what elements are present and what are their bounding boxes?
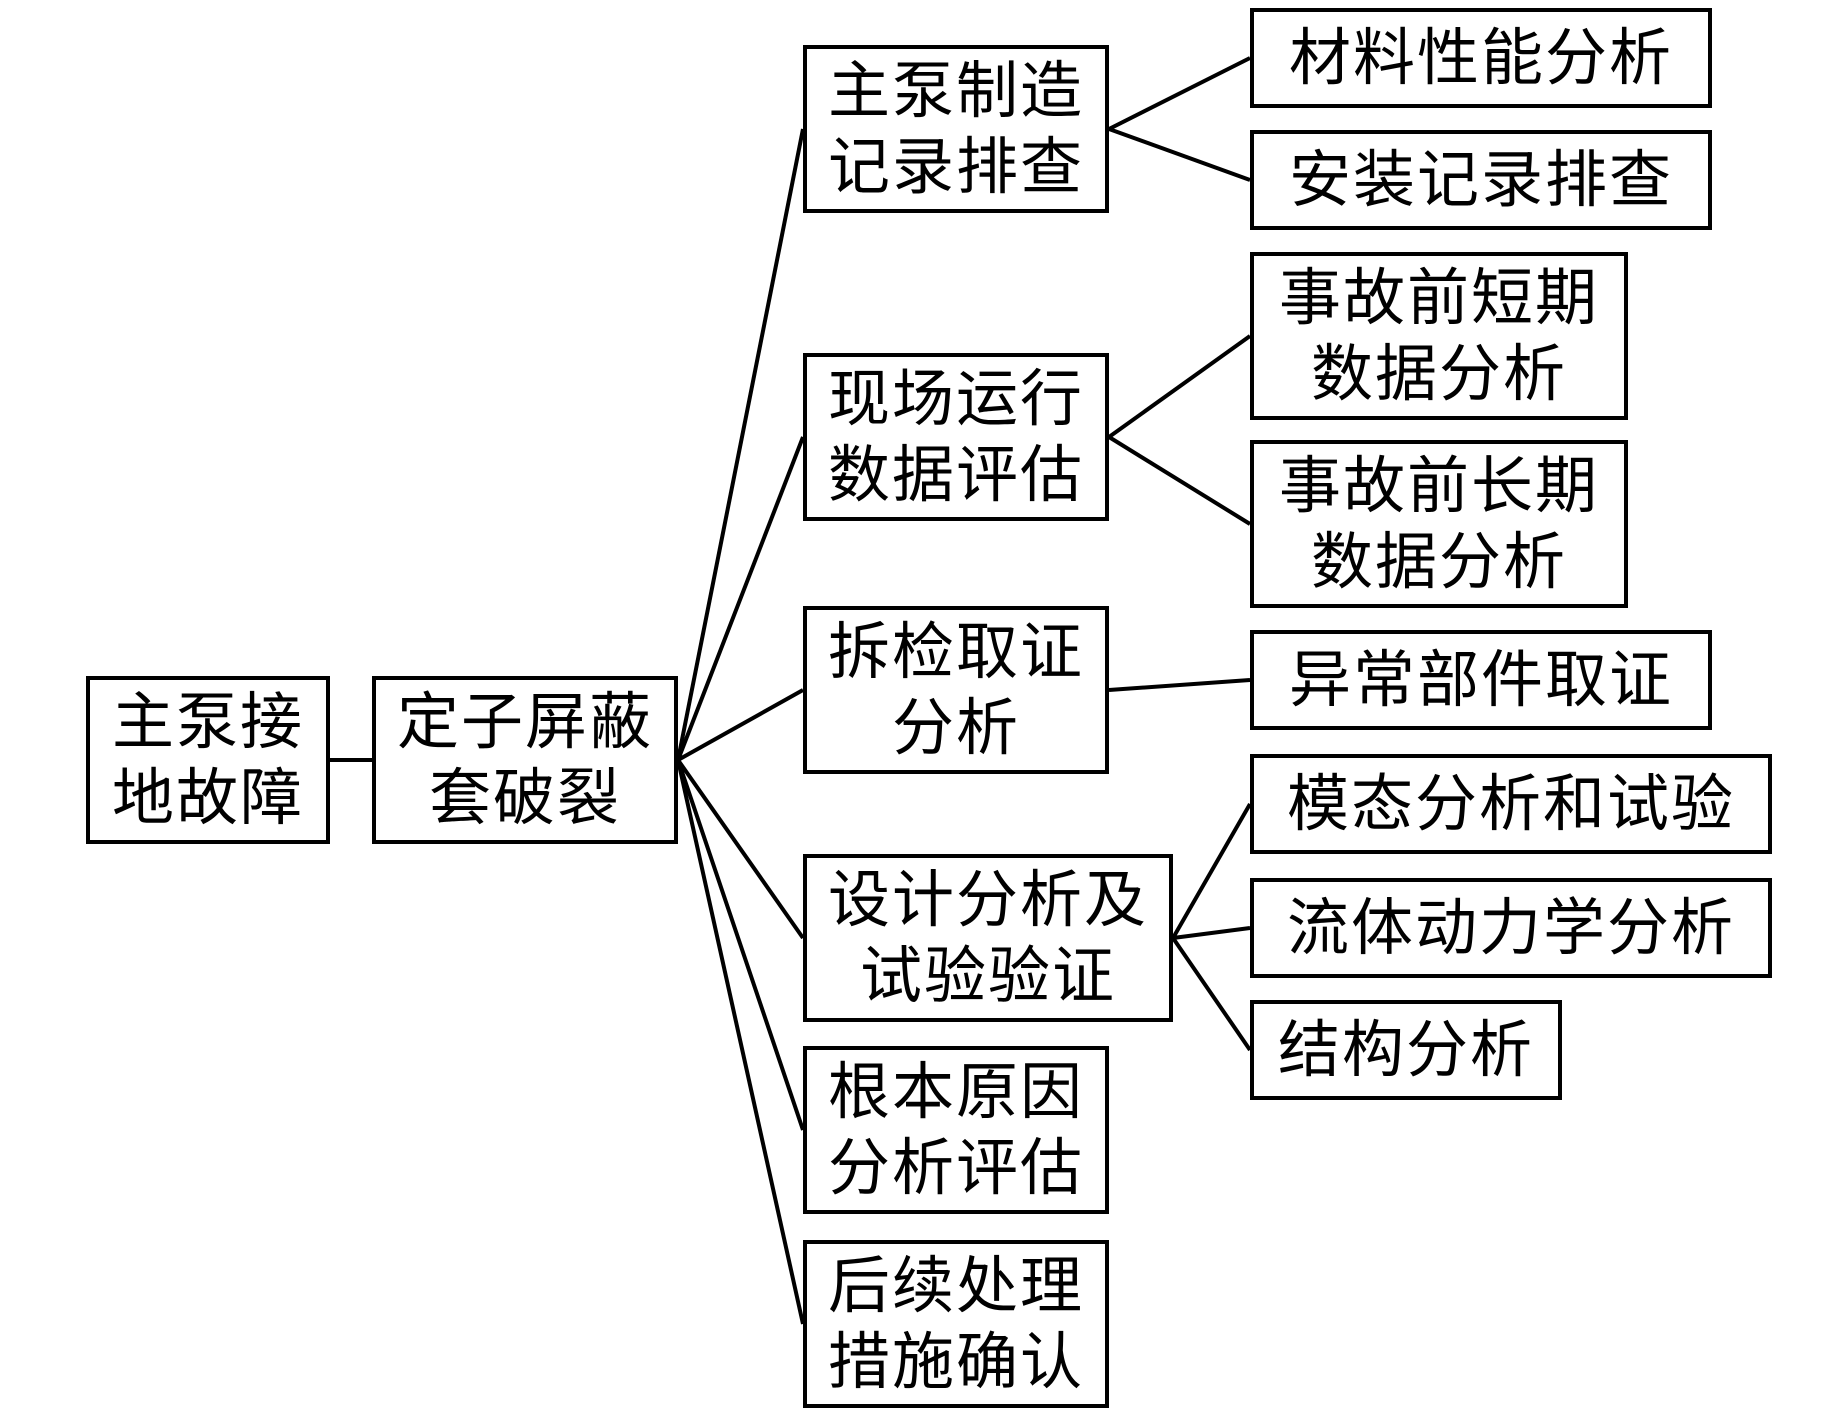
connector-line [676, 759, 805, 1131]
node-label: 异常部件取证 [1288, 643, 1673, 716]
connector-line [1172, 926, 1251, 940]
node-structural-analysis: 结构分析 [1250, 1000, 1562, 1100]
node-label: 拆检取证 分析 [827, 615, 1084, 764]
node-design-analysis-test: 设计分析及 试验验证 [803, 854, 1173, 1022]
connector-line [1107, 334, 1252, 439]
node-label: 后续处理 措施确认 [827, 1249, 1084, 1398]
connector-line [1171, 803, 1252, 939]
node-root-cause-analysis: 根本原因 分析评估 [803, 1046, 1109, 1214]
node-installation-record: 安装记录排查 [1250, 130, 1712, 230]
node-label: 根本原因 分析评估 [827, 1055, 1084, 1204]
node-label: 事故前长期 数据分析 [1278, 449, 1599, 598]
connector-line [1107, 435, 1252, 526]
node-label: 主泵接 地故障 [111, 685, 304, 834]
connector-line [676, 128, 805, 761]
connector-line [1108, 56, 1251, 131]
node-label: 模态分析和试验 [1286, 767, 1735, 840]
node-stator-shield-rupture: 定子屏蔽 套破裂 [372, 676, 678, 844]
node-label: 现场运行 数据评估 [827, 362, 1084, 511]
connector-line [676, 436, 805, 761]
node-label: 结构分析 [1277, 1013, 1534, 1086]
node-short-term-data: 事故前短期 数据分析 [1250, 252, 1628, 420]
node-label: 安装记录排查 [1288, 143, 1673, 216]
node-manufacturing-record-check: 主泵制造 记录排查 [803, 45, 1109, 213]
connector-line [676, 758, 805, 940]
node-label: 主泵制造 记录排查 [827, 54, 1084, 203]
node-label: 设计分析及 试验验证 [827, 863, 1148, 1012]
node-field-operation-data: 现场运行 数据评估 [803, 353, 1109, 521]
node-fluid-dynamics: 流体动力学分析 [1250, 878, 1772, 978]
node-main-pump-ground-fault: 主泵接 地故障 [86, 676, 330, 844]
node-teardown-evidence: 拆检取证 分析 [803, 606, 1109, 774]
node-material-performance: 材料性能分析 [1250, 8, 1712, 108]
node-label: 流体动力学分析 [1286, 891, 1735, 964]
connector-line [1171, 936, 1252, 1052]
node-label: 事故前短期 数据分析 [1278, 261, 1599, 410]
node-abnormal-parts-evidence: 异常部件取证 [1250, 630, 1712, 730]
connector-line [1108, 678, 1251, 692]
node-label: 定子屏蔽 套破裂 [396, 685, 653, 834]
node-follow-up-measures: 后续处理 措施确认 [803, 1240, 1109, 1408]
node-label: 材料性能分析 [1288, 21, 1673, 94]
node-modal-analysis-test: 模态分析和试验 [1250, 754, 1772, 854]
connector-line [677, 688, 804, 762]
connector-line [676, 759, 805, 1325]
node-long-term-data: 事故前长期 数据分析 [1250, 440, 1628, 608]
connector-line [1108, 127, 1251, 182]
